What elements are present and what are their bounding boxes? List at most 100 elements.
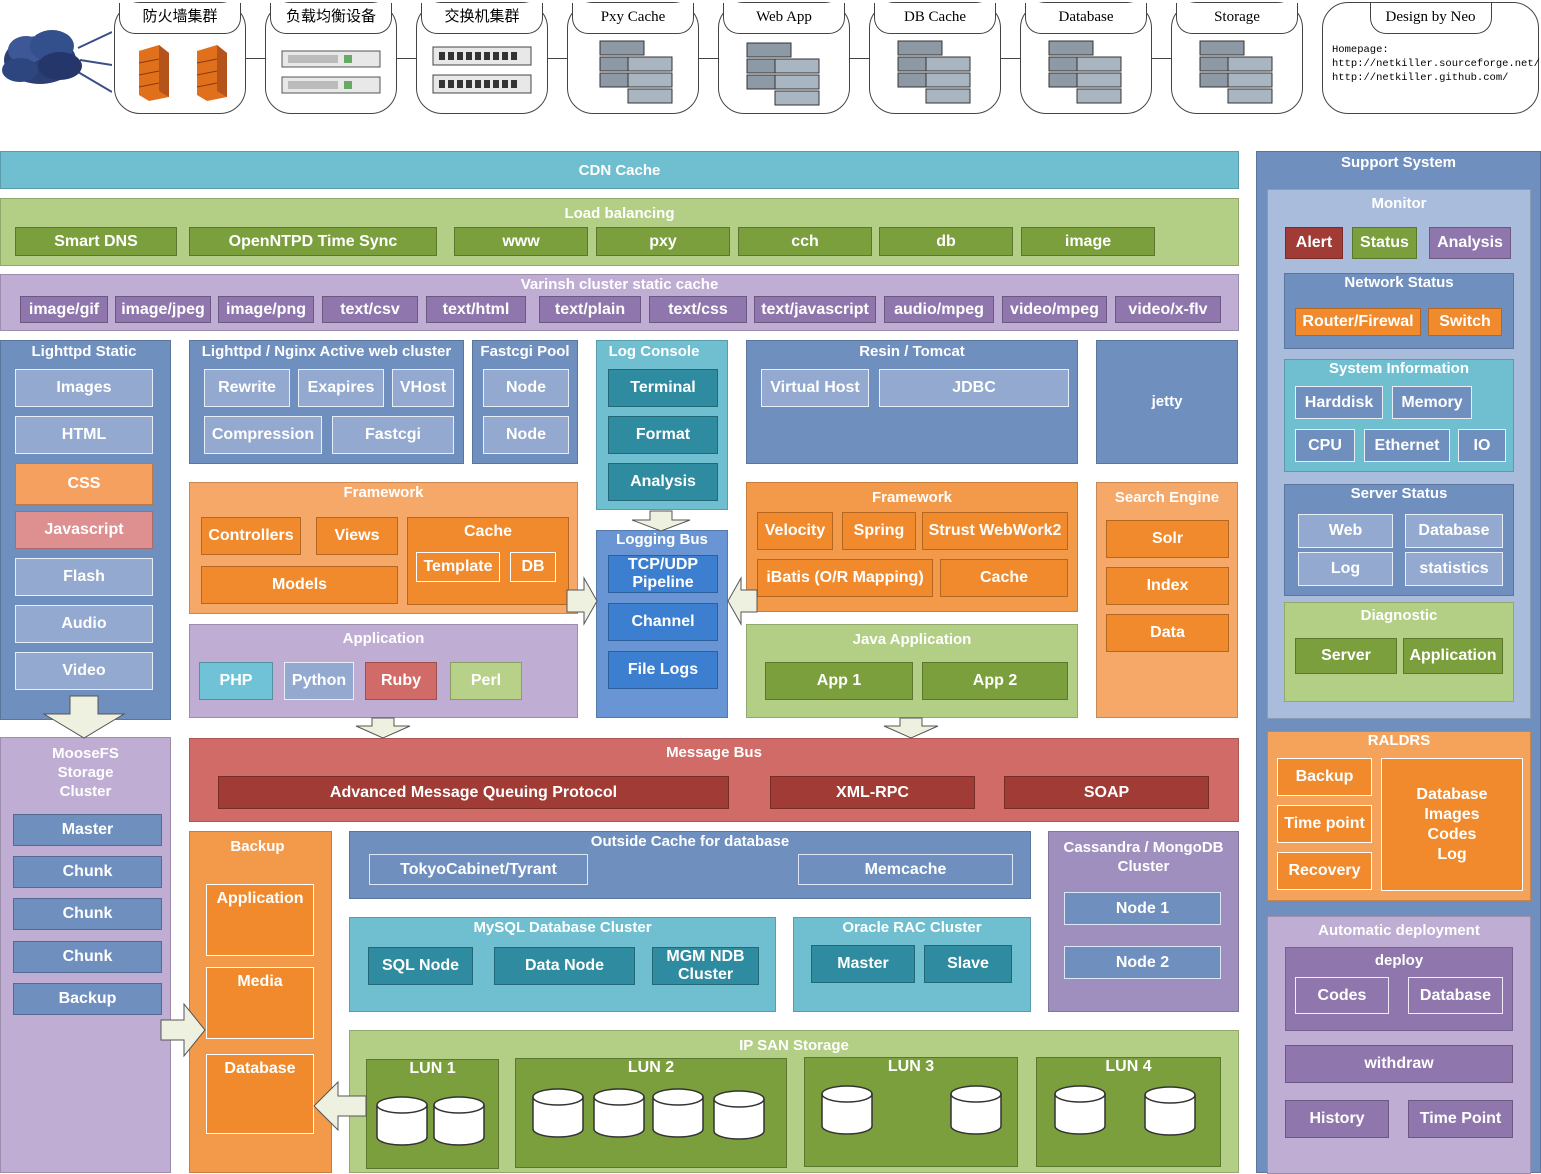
static-flash-box: Flash xyxy=(15,558,153,596)
auto-deploy-title: Automatic deployment xyxy=(1318,922,1480,939)
oracle-title: Oracle RAC Cluster xyxy=(842,919,982,936)
mime-box: text/plain xyxy=(539,296,641,323)
firewall-icon xyxy=(138,45,227,101)
sql-node-box: SQL Node xyxy=(368,947,473,985)
moosefs-master-box: Master xyxy=(13,814,162,846)
deploy-database-box: Database xyxy=(1408,977,1503,1014)
raldrs-panel: RALDRS Backup Time point Recovery Databa… xyxy=(1267,731,1531,901)
homepage-link[interactable]: http://netkiller.sourceforge.net/ xyxy=(1332,58,1540,70)
logging-bus-panel: Logging Bus TCP/UDP Pipeline Channel Fil… xyxy=(596,530,728,718)
jetty-panel: jetty xyxy=(1096,340,1238,464)
oracle-master-box: Master xyxy=(811,945,915,983)
static-video-box: Video xyxy=(15,652,153,690)
raldrs-timepoint-box: Time point xyxy=(1277,805,1372,843)
varnish-panel: Varinsh cluster static cache image/gif i… xyxy=(0,274,1239,331)
firewall-cluster: 防火墙集群 xyxy=(114,2,246,114)
connector-line xyxy=(397,58,416,59)
raldrs-recovery-box: Recovery xyxy=(1277,852,1372,890)
diag-application-box: Application xyxy=(1403,638,1503,674)
outside-cache-panel: Outside Cache for database TokyoCabinet/… xyxy=(349,831,1031,899)
moosefs-backup-box: Backup xyxy=(13,983,162,1015)
raldrs-title: RALDRS xyxy=(1367,732,1431,749)
switch-icon xyxy=(432,46,532,94)
php-db-box: DB xyxy=(510,552,556,582)
homepage-link[interactable]: http://netkiller.github.com/ xyxy=(1332,72,1509,84)
static-css-box: CSS xyxy=(15,463,153,505)
mime-box: video/x-flv xyxy=(1115,296,1221,323)
harddisk-box: Harddisk xyxy=(1295,386,1383,419)
application-title: Application xyxy=(342,630,425,647)
server-stack-icon xyxy=(897,40,971,104)
raldrs-content-line: Codes xyxy=(1427,825,1477,843)
moosefs-chunk-box: Chunk xyxy=(13,856,162,888)
message-bus-panel: Message Bus Advanced Message Queuing Pro… xyxy=(189,738,1239,822)
mime-box: image/gif xyxy=(20,296,108,323)
database-cluster: Database xyxy=(1020,2,1152,114)
varnish-title: Varinsh cluster static cache xyxy=(520,276,719,293)
log-analysis-box: Analysis xyxy=(608,463,718,501)
support-system-panel: Support System Monitor Alert Status Anal… xyxy=(1256,151,1541,1174)
message-bus-title: Message Bus xyxy=(666,744,762,761)
backup-application-box: Application xyxy=(206,884,314,956)
cassandra-panel: Cassandra / MongoDB Cluster Node 1 Node … xyxy=(1048,831,1239,1012)
smart-dns-box: Smart DNS xyxy=(15,227,177,256)
ntpd-box: OpenNTPD Time Sync xyxy=(189,227,437,256)
java-framework-panel: Framework Velocity Spring Strust WebWork… xyxy=(746,482,1078,612)
switch-cluster-label: 交换机集群 xyxy=(421,3,543,34)
support-system-title: Support System xyxy=(1340,154,1457,171)
search-data-box: Data xyxy=(1106,614,1229,652)
static-images-box: Images xyxy=(15,369,153,407)
database-label: Database xyxy=(1025,3,1147,34)
diagnostic-panel: Diagnostic Server Application xyxy=(1284,602,1514,702)
python-box: Python xyxy=(284,662,354,700)
lun4-title: LUN 4 xyxy=(1105,1058,1152,1075)
jetty-title: jetty xyxy=(1151,393,1183,410)
moosefs-chunk-box: Chunk xyxy=(13,941,162,973)
mime-box: audio/mpeg xyxy=(884,296,994,323)
cdn-cache-title: CDN Cache xyxy=(578,162,661,179)
network-status-panel: Network Status Router/Firewal Switch xyxy=(1284,273,1514,349)
moosefs-title: MooseFS Storage Cluster xyxy=(52,745,119,800)
mime-box: video/mpeg xyxy=(1002,296,1107,323)
virtual-host-box: Virtual Host xyxy=(761,369,869,407)
cassandra-title: Cassandra / MongoDB Cluster xyxy=(1063,839,1224,875)
php-box: PHP xyxy=(199,662,273,700)
models-box: Models xyxy=(201,566,398,604)
perl-box: Perl xyxy=(450,662,522,700)
diag-server-box: Server xyxy=(1295,638,1397,674)
active-web-title: Lighttpd / Nginx Active web cluster xyxy=(201,343,452,360)
loadbalancer-cluster: 负载均衡设备 xyxy=(265,2,397,114)
web-app-cluster: Web App xyxy=(718,2,850,114)
status-box: Status xyxy=(1352,227,1417,259)
fastcgi-node-box: Node xyxy=(483,369,569,407)
ethernet-box: Ethernet xyxy=(1364,429,1450,462)
arrow-down-icon xyxy=(631,510,691,532)
application-panel: Application PHP Python Ruby Perl xyxy=(189,624,578,718)
php-cache-title: Cache xyxy=(463,523,513,540)
monitor-title: Monitor xyxy=(1371,195,1427,212)
disk-icon xyxy=(821,1085,873,1135)
mime-box: text/css xyxy=(649,296,747,323)
template-box: Template xyxy=(416,552,500,582)
arrow-down-icon xyxy=(883,717,939,739)
log-console-title: Log Console xyxy=(608,343,700,360)
lb-image-box: image xyxy=(1021,227,1155,256)
server-stack-icon xyxy=(1199,40,1273,104)
webwork-box: Strust WebWork2 xyxy=(922,512,1068,550)
search-engine-title: Search Engine xyxy=(1114,489,1220,506)
expires-box: Exapires xyxy=(298,369,384,407)
php-framework-title: Framework xyxy=(343,484,424,501)
mime-box: image/jpeg xyxy=(115,296,211,323)
java-application-title: Java Application xyxy=(852,631,972,648)
homepage-label: Homepage: xyxy=(1332,44,1389,56)
system-info-panel: System Information Harddisk Memory CPU E… xyxy=(1284,359,1514,472)
oracle-panel: Oracle RAC Cluster Master Slave xyxy=(793,917,1031,1012)
withdraw-box: withdraw xyxy=(1285,1045,1513,1083)
outside-cache-title: Outside Cache for database xyxy=(590,833,790,850)
server-status-title: Server Status xyxy=(1350,485,1448,502)
design-info: Design by Neo Homepage: http://netkiller… xyxy=(1322,2,1540,114)
memcache-box: Memcache xyxy=(798,854,1013,885)
index-box: Index xyxy=(1106,567,1229,605)
lb-pxy-box: pxy xyxy=(596,227,730,256)
ruby-box: Ruby xyxy=(365,662,437,700)
